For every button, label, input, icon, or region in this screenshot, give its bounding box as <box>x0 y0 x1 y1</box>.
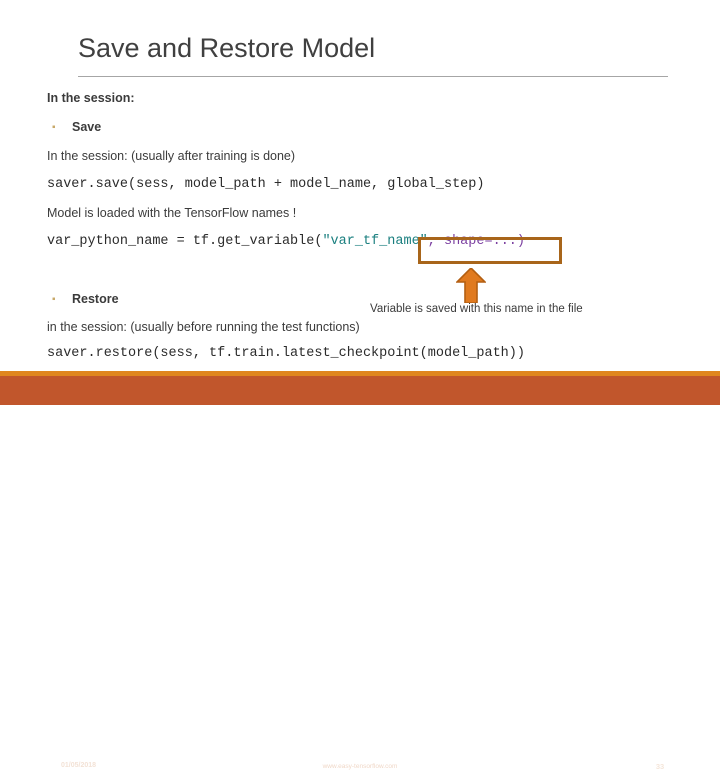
footer-accent-stripe <box>0 371 720 376</box>
bullet-item-save-label: Save <box>72 120 102 134</box>
get-variable-prefix: var_python_name = tf.get_variable( <box>47 234 323 249</box>
highlight-box <box>418 237 562 264</box>
save-context-text: In the session: (usually after training … <box>47 149 296 163</box>
footer-page-number: 33 <box>655 762 665 771</box>
title-divider <box>78 76 668 77</box>
get-variable-string-literal: "var_tf_name" <box>322 234 428 249</box>
annotation-text: Variable is saved with this name in the … <box>370 303 583 315</box>
restore-context-text: in the session: (usually before running … <box>47 320 360 334</box>
bullet-dot-icon: ▪ <box>52 294 56 306</box>
footer-url: www.easy-tensorflow.com <box>322 763 398 770</box>
bullet-item-save: ▪ Save <box>52 120 101 134</box>
footer-bar: 01/05/2018 www.easy-tensorflow.com 33 <box>0 376 720 771</box>
bullet-item-restore: ▪ Restore <box>52 292 119 306</box>
arrow-up-icon <box>455 266 487 304</box>
bullet-item-restore-label: Restore <box>72 292 119 306</box>
page-title: Save and Restore Model <box>78 33 376 63</box>
tensorflow-names-note: Model is loaded with the TensorFlow name… <box>47 206 297 220</box>
bullet-dot-icon: ▪ <box>52 122 56 134</box>
restore-code-line: saver.restore(sess, tf.train.latest_chec… <box>47 346 525 361</box>
save-code-line: saver.save(sess, model_path + model_name… <box>47 177 485 192</box>
section-header: In the session: <box>47 91 135 105</box>
